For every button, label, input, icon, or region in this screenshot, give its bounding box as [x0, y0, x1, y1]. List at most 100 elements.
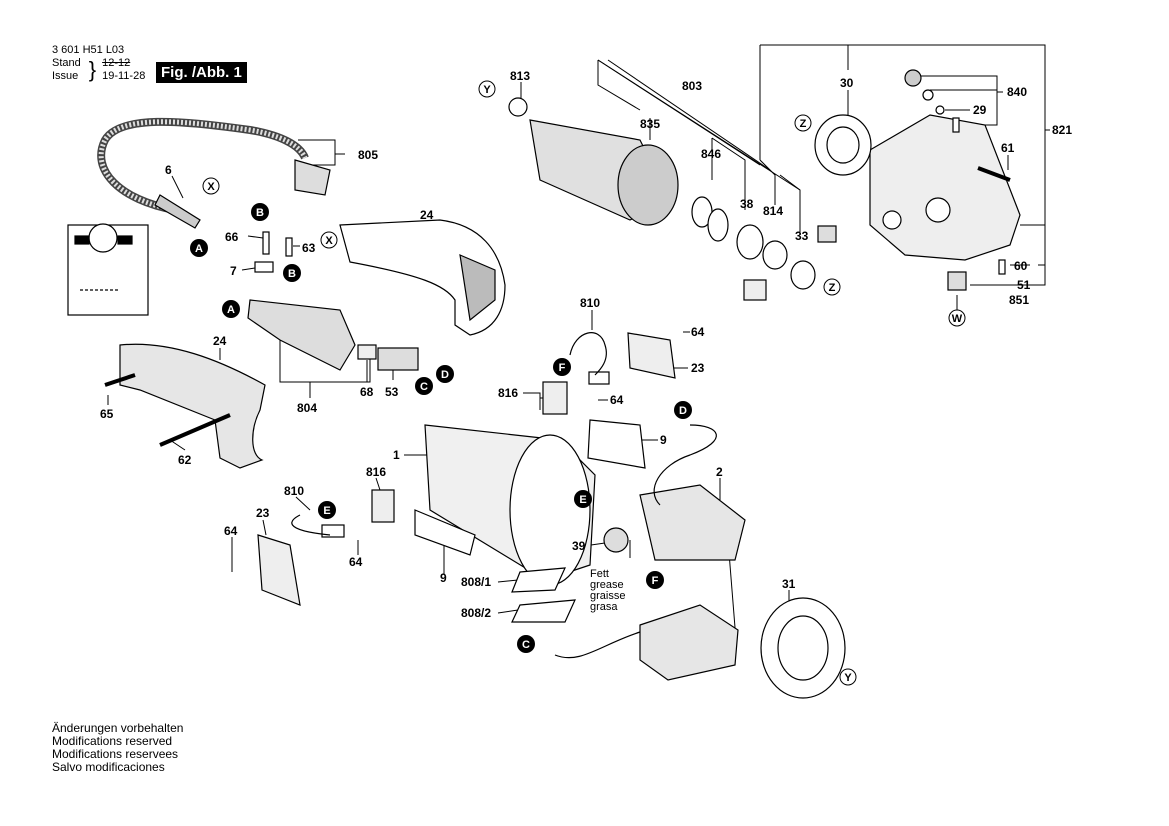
grease-note: Fett grease graisse grasa — [590, 568, 625, 613]
marker-z-bottom: Z — [823, 278, 841, 296]
part-9-low: 9 — [440, 571, 447, 585]
part-38: 38 — [740, 197, 754, 211]
part-23-top: 23 — [691, 361, 705, 375]
part-64-mid: 64 — [610, 393, 624, 407]
carbon-brush-icon — [588, 371, 610, 385]
part-23-low: 23 — [256, 506, 270, 520]
outline-markers: Y Z Z X X W Y — [202, 80, 966, 686]
part-64-low: 64 — [224, 524, 238, 538]
notice-line: Salvo modificaciones — [52, 760, 165, 774]
part-2: 2 — [716, 465, 723, 479]
part-851: 851 — [1009, 293, 1029, 307]
svg-text:D: D — [441, 369, 449, 381]
bearing-icon — [790, 260, 816, 290]
grease-note-line: graisse — [590, 590, 625, 602]
marker-z-top: Z — [794, 114, 812, 132]
figure-label: Fig. /Abb. 1 — [156, 62, 247, 83]
part-835: 835 — [640, 117, 660, 131]
svg-text:A: A — [195, 243, 203, 255]
brace-glyph: } — [88, 57, 97, 82]
long-screw-icon — [159, 413, 231, 447]
part-808-2: 808/2 — [461, 606, 491, 620]
grease-note-line: grease — [590, 579, 624, 591]
svg-text:C: C — [420, 381, 428, 393]
marker-a-cord: A — [190, 239, 208, 257]
part-821: 821 — [1052, 123, 1072, 137]
issue-value: 19-11-28 — [102, 70, 146, 82]
spindle-lock-button-icon — [904, 69, 922, 87]
part-810-low: 810 — [284, 484, 304, 498]
marker-e-brush: E — [318, 501, 336, 519]
doc-number: 3 601 H51 L03 — [52, 44, 125, 56]
part-814: 814 — [763, 204, 783, 218]
svg-text:W: W — [952, 313, 963, 325]
stand-issue-block: Stand Issue } 12-12 19-11-28 — [52, 57, 145, 83]
part-62: 62 — [178, 453, 192, 467]
label-plate-icon — [743, 279, 767, 301]
svg-text:E: E — [579, 494, 586, 506]
document-header: 3 601 H51 L03 Stand Issue } 12-12 19-11-… — [52, 44, 145, 83]
part-33: 33 — [795, 229, 809, 243]
part-24-handle: 24 — [213, 334, 227, 348]
insulating-sheet-icon — [511, 599, 576, 623]
marker-f-coil: F — [646, 571, 664, 589]
fan-icon — [603, 527, 629, 553]
marker-c-coil: C — [517, 635, 535, 653]
marker-y-bottom: Y — [839, 668, 857, 686]
part-51: 51 — [1017, 278, 1031, 292]
svg-text:F: F — [559, 362, 566, 374]
part-816-low: 816 — [366, 465, 386, 479]
screw-icon — [977, 166, 1011, 182]
field-coil-icon — [639, 484, 746, 561]
svg-text:D: D — [679, 405, 687, 417]
insulating-sheet-icon — [414, 509, 476, 556]
part-24-top: 24 — [420, 208, 434, 222]
switch-lever-icon — [377, 347, 419, 371]
carbon-brush-icon — [321, 524, 345, 538]
marker-w: W — [948, 309, 966, 327]
part-39: 39 — [572, 539, 586, 553]
svg-text:B: B — [288, 268, 296, 280]
part-66: 66 — [225, 230, 239, 244]
part-6: 6 — [165, 163, 172, 177]
marker-c-switch: C — [415, 377, 433, 395]
plug-icon — [294, 159, 331, 196]
marker-d-coil: D — [674, 401, 692, 419]
svg-text:C: C — [522, 639, 530, 651]
switch-assembly-icon — [247, 299, 356, 371]
insulating-sheet-icon — [511, 567, 566, 593]
brush-holder-icon — [371, 489, 395, 523]
grease-note-line: grasa — [590, 601, 618, 613]
svg-text:X: X — [207, 181, 215, 193]
part-31: 31 — [782, 577, 796, 591]
insulating-sheet-icon — [587, 419, 646, 469]
marker-b-cord: B — [251, 203, 269, 221]
part-808-1: 808/1 — [461, 575, 491, 589]
svg-text:Y: Y — [844, 672, 852, 684]
part-1: 1 — [393, 448, 400, 462]
screw-icon — [262, 231, 270, 255]
washer-icon — [707, 208, 729, 242]
part-64-top: 64 — [691, 325, 705, 339]
svg-text:Y: Y — [483, 84, 491, 96]
part-846: 846 — [701, 147, 721, 161]
marker-x-handle: X — [320, 231, 338, 249]
bearing-icon — [762, 240, 788, 270]
screw-icon — [998, 259, 1006, 275]
part-804: 804 — [297, 401, 317, 415]
notice-line: Änderungen vorbehalten — [52, 721, 184, 735]
part-65: 65 — [100, 407, 114, 421]
part-840: 840 — [1007, 85, 1027, 99]
marker-d-switch: D — [436, 365, 454, 383]
bearing-icon — [508, 97, 528, 117]
filled-markers: B A B A D C F D — [190, 203, 692, 653]
part-7: 7 — [230, 264, 237, 278]
part-number-labels: 813 803 835 846 38 814 33 30 840 29 821 … — [100, 69, 1072, 620]
stand-value: 12-12 — [102, 57, 131, 69]
gear-housing-icon — [869, 114, 1021, 261]
marker-e-coil: E — [574, 490, 592, 508]
brush-cover-icon — [627, 332, 676, 379]
svg-text:Z: Z — [829, 282, 836, 294]
brush-holder-icon — [542, 381, 568, 415]
